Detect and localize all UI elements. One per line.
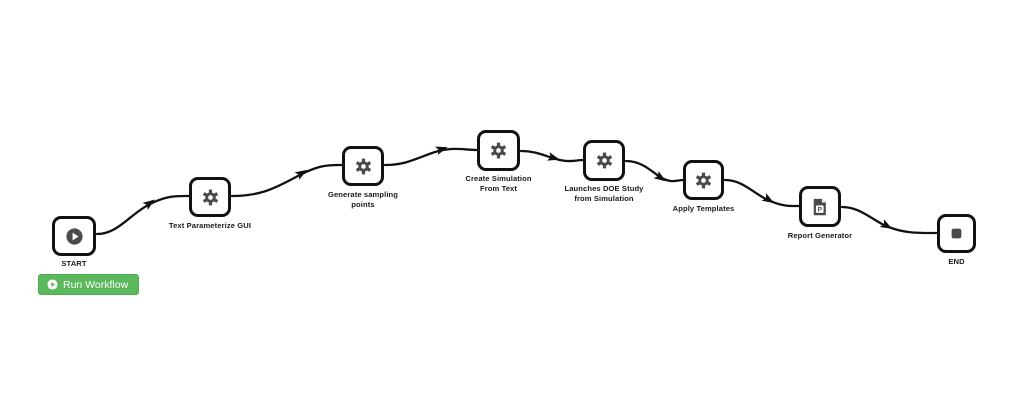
play-circle-icon: [47, 279, 58, 290]
edge-doe-study-to-templates: [624, 159, 685, 183]
edge-arrowhead: [294, 169, 308, 180]
gear-icon: [490, 142, 507, 159]
gear-icon: [355, 158, 372, 175]
workflow-node-param-gui[interactable]: [189, 177, 231, 217]
node-label-create-sim: Create Simulation From Text: [465, 174, 532, 193]
node-label-end: END: [948, 257, 965, 266]
node-label-sampling: Generate sampling points: [327, 190, 399, 209]
play-circle-icon: [65, 227, 84, 246]
edge-arrowhead: [879, 219, 893, 229]
workflow-node-end[interactable]: [937, 214, 976, 253]
workflow-node-create-sim[interactable]: [477, 130, 520, 171]
gear-icon: [202, 189, 219, 206]
run-workflow-label: Run Workflow: [63, 278, 129, 291]
workflow-node-report-gen[interactable]: P: [799, 186, 841, 227]
edge-arrowhead: [434, 146, 448, 156]
stop-square-icon: [949, 226, 964, 241]
workflow-node-start[interactable]: [52, 216, 96, 256]
run-workflow-button[interactable]: Run Workflow: [38, 274, 140, 295]
workflow-node-sampling[interactable]: [342, 146, 384, 186]
edge-arrowhead: [761, 193, 775, 204]
workflow-node-doe-study[interactable]: [583, 140, 625, 181]
node-label-report-gen: Report Generator: [787, 231, 853, 240]
edge-arrowhead: [653, 170, 666, 182]
presentation-file-icon: P: [810, 197, 830, 217]
node-label-doe-study: Launches DOE Study from Simulation: [564, 184, 644, 203]
node-label-templates: Apply Templates: [672, 204, 735, 213]
edge-arrowhead: [142, 199, 155, 211]
edge-sampling-to-create-sim: [383, 147, 479, 167]
edge-create-sim-to-doe-study: [519, 149, 585, 163]
edge-arrowhead: [547, 152, 560, 161]
edge-report-gen-to-end: [840, 205, 939, 235]
workflow-node-templates[interactable]: [683, 160, 724, 200]
svg-text:P: P: [817, 206, 822, 213]
node-label-start: START: [61, 259, 87, 268]
node-label-param-gui: Text Parameterize GUI: [168, 221, 252, 230]
edge-templates-to-report-gen: [723, 178, 801, 208]
gear-icon: [596, 152, 613, 169]
gear-icon: [695, 172, 712, 189]
